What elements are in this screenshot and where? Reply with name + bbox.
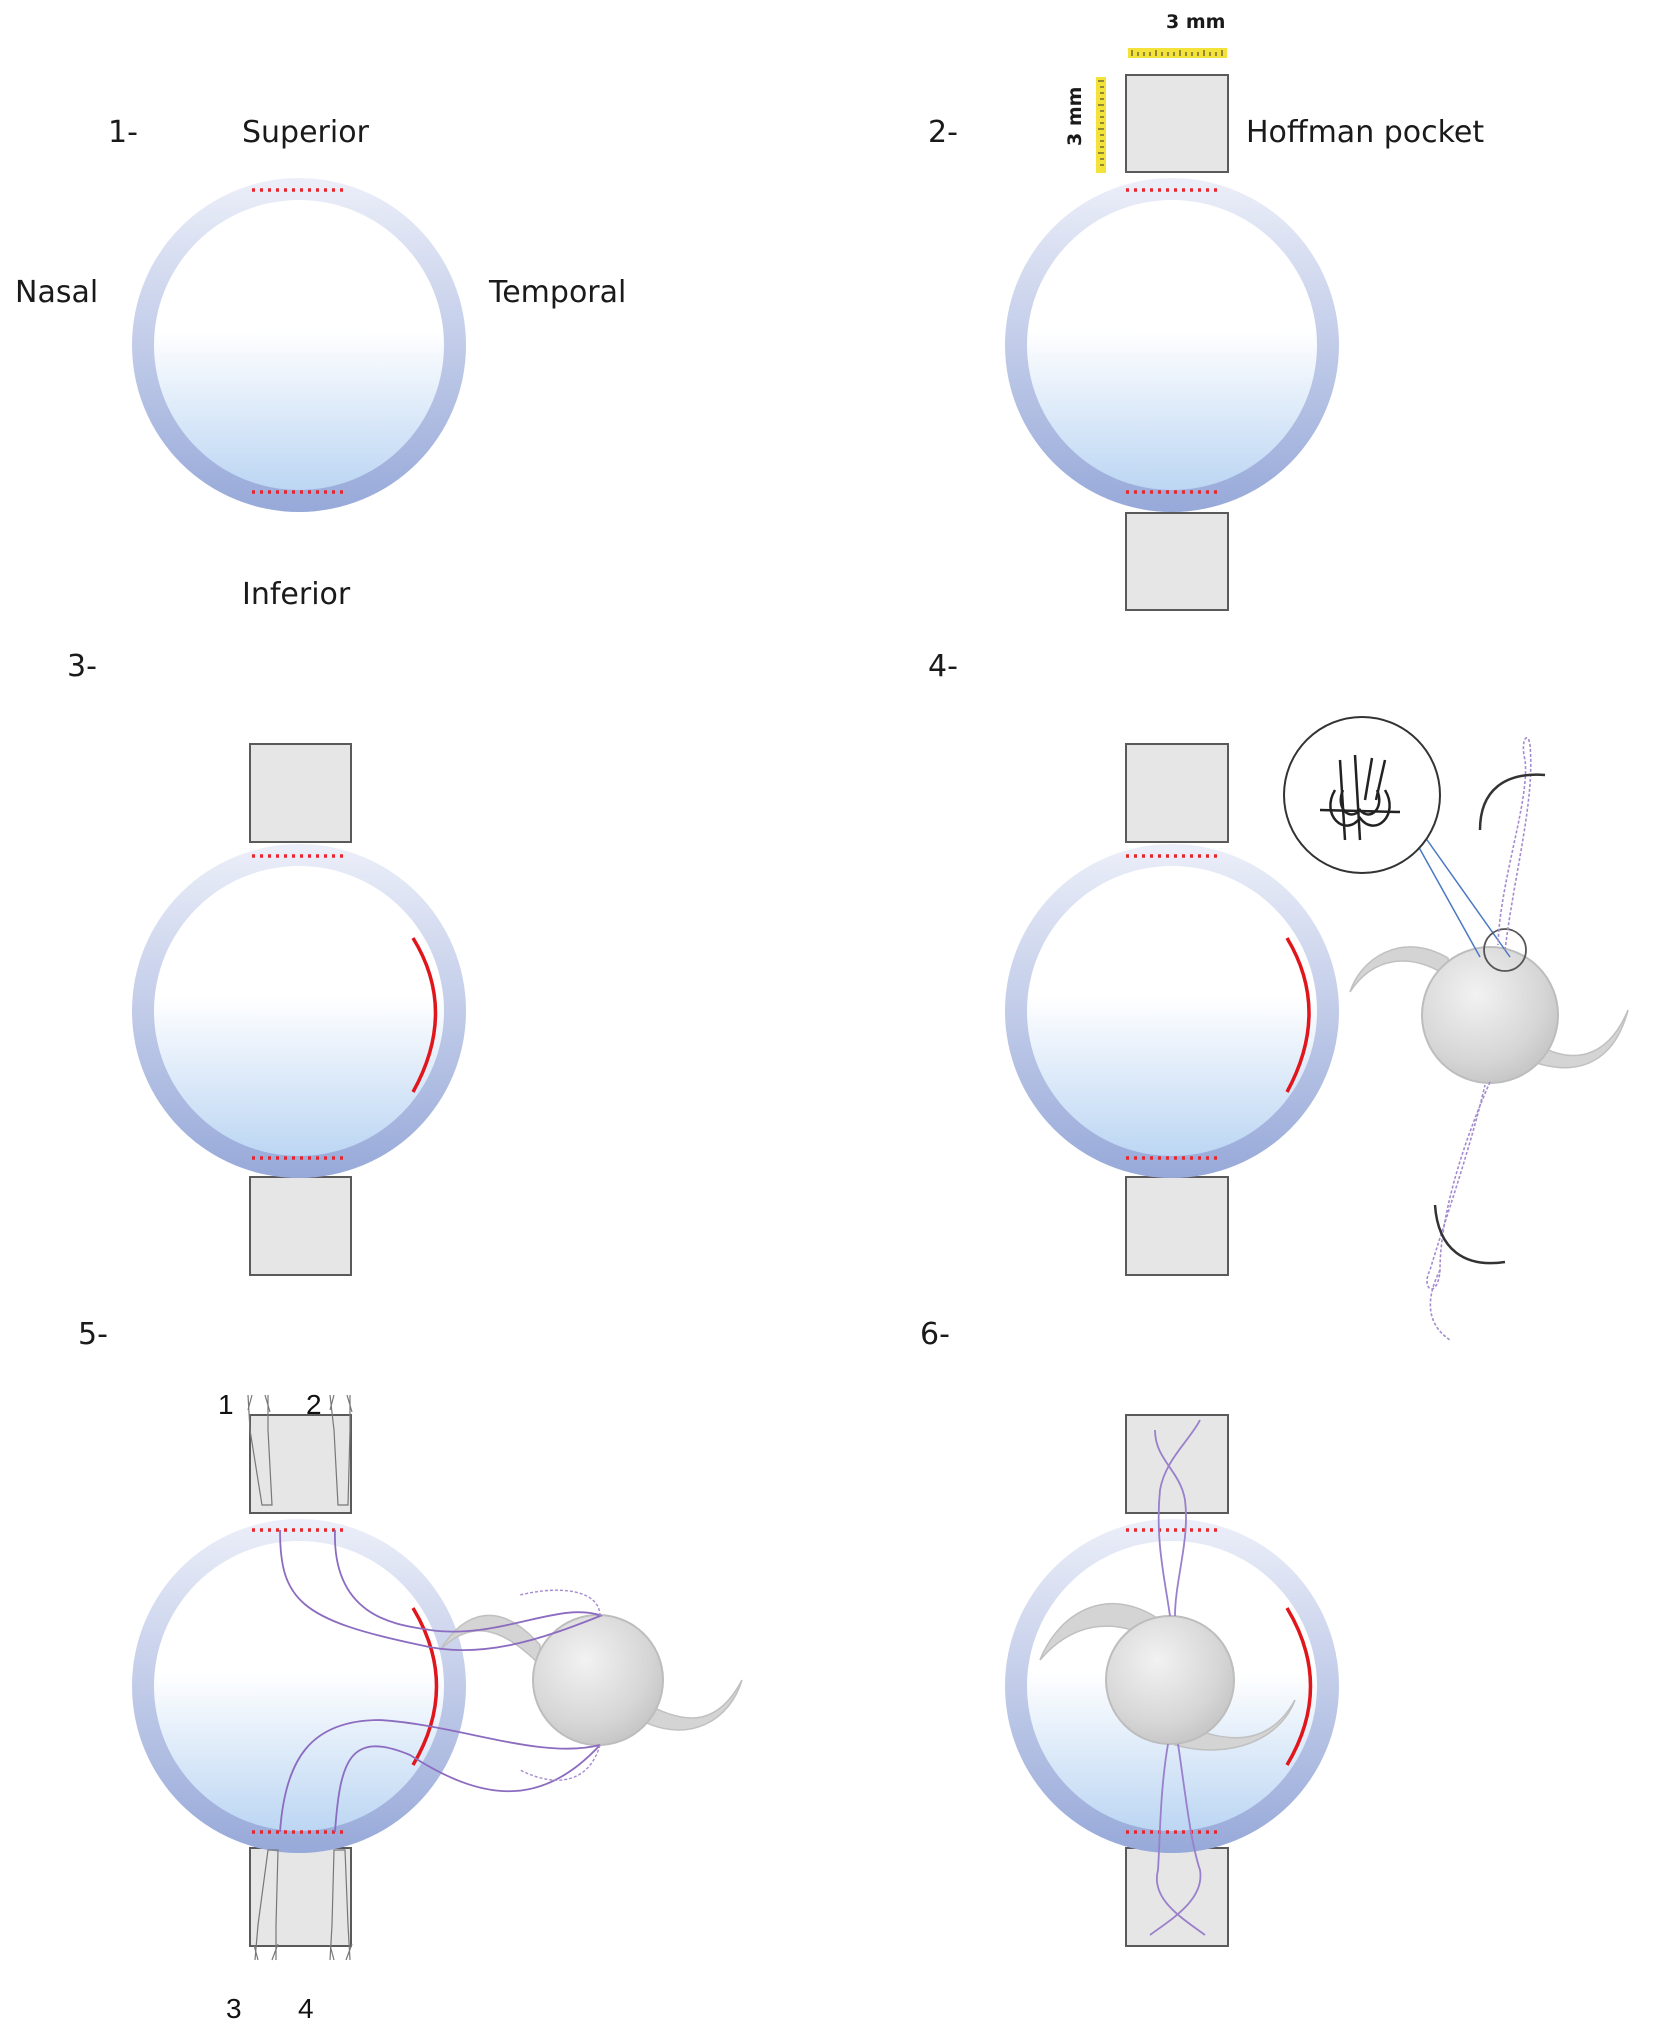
needles: [1433, 773, 1546, 1265]
knot-icon: [1319, 754, 1401, 841]
hoffman-pocket-superior: [1125, 743, 1229, 843]
temporal-incision: [411, 1607, 439, 1766]
step-5-label: 5-: [78, 1317, 108, 1352]
needle-upper-icon: [1478, 773, 1546, 831]
nasal-label: Nasal: [15, 275, 99, 310]
panel-1: [132, 178, 466, 512]
step-2-label: 2-: [928, 115, 958, 150]
eye-circle: [132, 844, 466, 1178]
temporal-incision: [411, 937, 438, 1093]
sutures: [279, 1529, 603, 1833]
haptic-upper: [1039, 1603, 1161, 1661]
hoffman-pocket-inferior: [1125, 512, 1229, 611]
hoffman-pocket-inferior: [249, 1847, 352, 1947]
hoffman-pocket-superior: [1125, 74, 1229, 173]
hoffman-pocket-superior: [249, 743, 352, 843]
needle-holder-icons: [247, 1394, 353, 1961]
pocket-width-measure: 3 mm: [1166, 11, 1226, 33]
eye-circle: [1005, 178, 1339, 512]
inferior-label: Inferior: [242, 577, 351, 612]
hoffman-pocket-inferior: [1125, 1847, 1229, 1947]
suture-number-2: 2: [306, 1389, 322, 1420]
hoffman-pocket-label: Hoffman pocket: [1246, 115, 1485, 150]
suture-number-1: 1: [218, 1389, 234, 1420]
haptic-upper: [1349, 946, 1451, 993]
eye-circle: [132, 1519, 466, 1853]
panel-3: [132, 743, 466, 1276]
panel-4: [1005, 716, 1629, 1341]
haptic-upper: [439, 1614, 541, 1667]
knot-detail-circle: [1483, 928, 1527, 972]
superior-label: Superior: [242, 115, 369, 150]
step-4-label: 4-: [928, 649, 958, 684]
haptic-lower: [639, 1679, 743, 1731]
panel-6: [1005, 1414, 1339, 1947]
needle-lower-icon: [1433, 1204, 1506, 1265]
suture-number-4: 4: [298, 1993, 314, 2024]
ruler-vertical: [1096, 77, 1106, 173]
sutures: [1149, 1419, 1206, 1936]
suture-loops: [1426, 737, 1532, 1341]
suture-number-3: 3: [226, 1993, 242, 2024]
eye-circle: [132, 178, 466, 512]
temporal-label: Temporal: [489, 275, 627, 310]
hoffman-pocket-inferior: [1125, 1176, 1229, 1276]
ruler-horizontal: [1128, 48, 1227, 58]
panel-5: [132, 1394, 743, 1961]
iol-lens: [1039, 1603, 1296, 1751]
iol-lens: [439, 1614, 743, 1746]
haptic-lower: [1173, 1699, 1296, 1751]
suture-loops: [519, 1589, 601, 1781]
iol-lens: [1349, 946, 1629, 1084]
magnifier-inset: [1283, 716, 1527, 972]
step-3-label: 3-: [67, 649, 97, 684]
temporal-incision: [1285, 937, 1311, 1093]
pocket-height-measure: 3 mm: [1064, 86, 1086, 146]
suture-number-labels: 1 2 3 4: [218, 1389, 322, 2024]
eye-circle: [1005, 844, 1339, 1178]
temporal-incision: [1285, 1607, 1313, 1766]
hoffman-pocket-inferior: [249, 1176, 352, 1276]
iol-optic: [532, 1614, 664, 1746]
iol-optic: [1421, 946, 1559, 1084]
step-1-label: 1-: [108, 115, 138, 150]
haptic-lower: [1527, 1009, 1629, 1069]
iol-optic: [1105, 1615, 1235, 1745]
hoffman-pocket-superior: [1125, 1414, 1229, 1514]
panel-2: [1005, 48, 1339, 611]
step-6-label: 6-: [920, 1317, 950, 1352]
